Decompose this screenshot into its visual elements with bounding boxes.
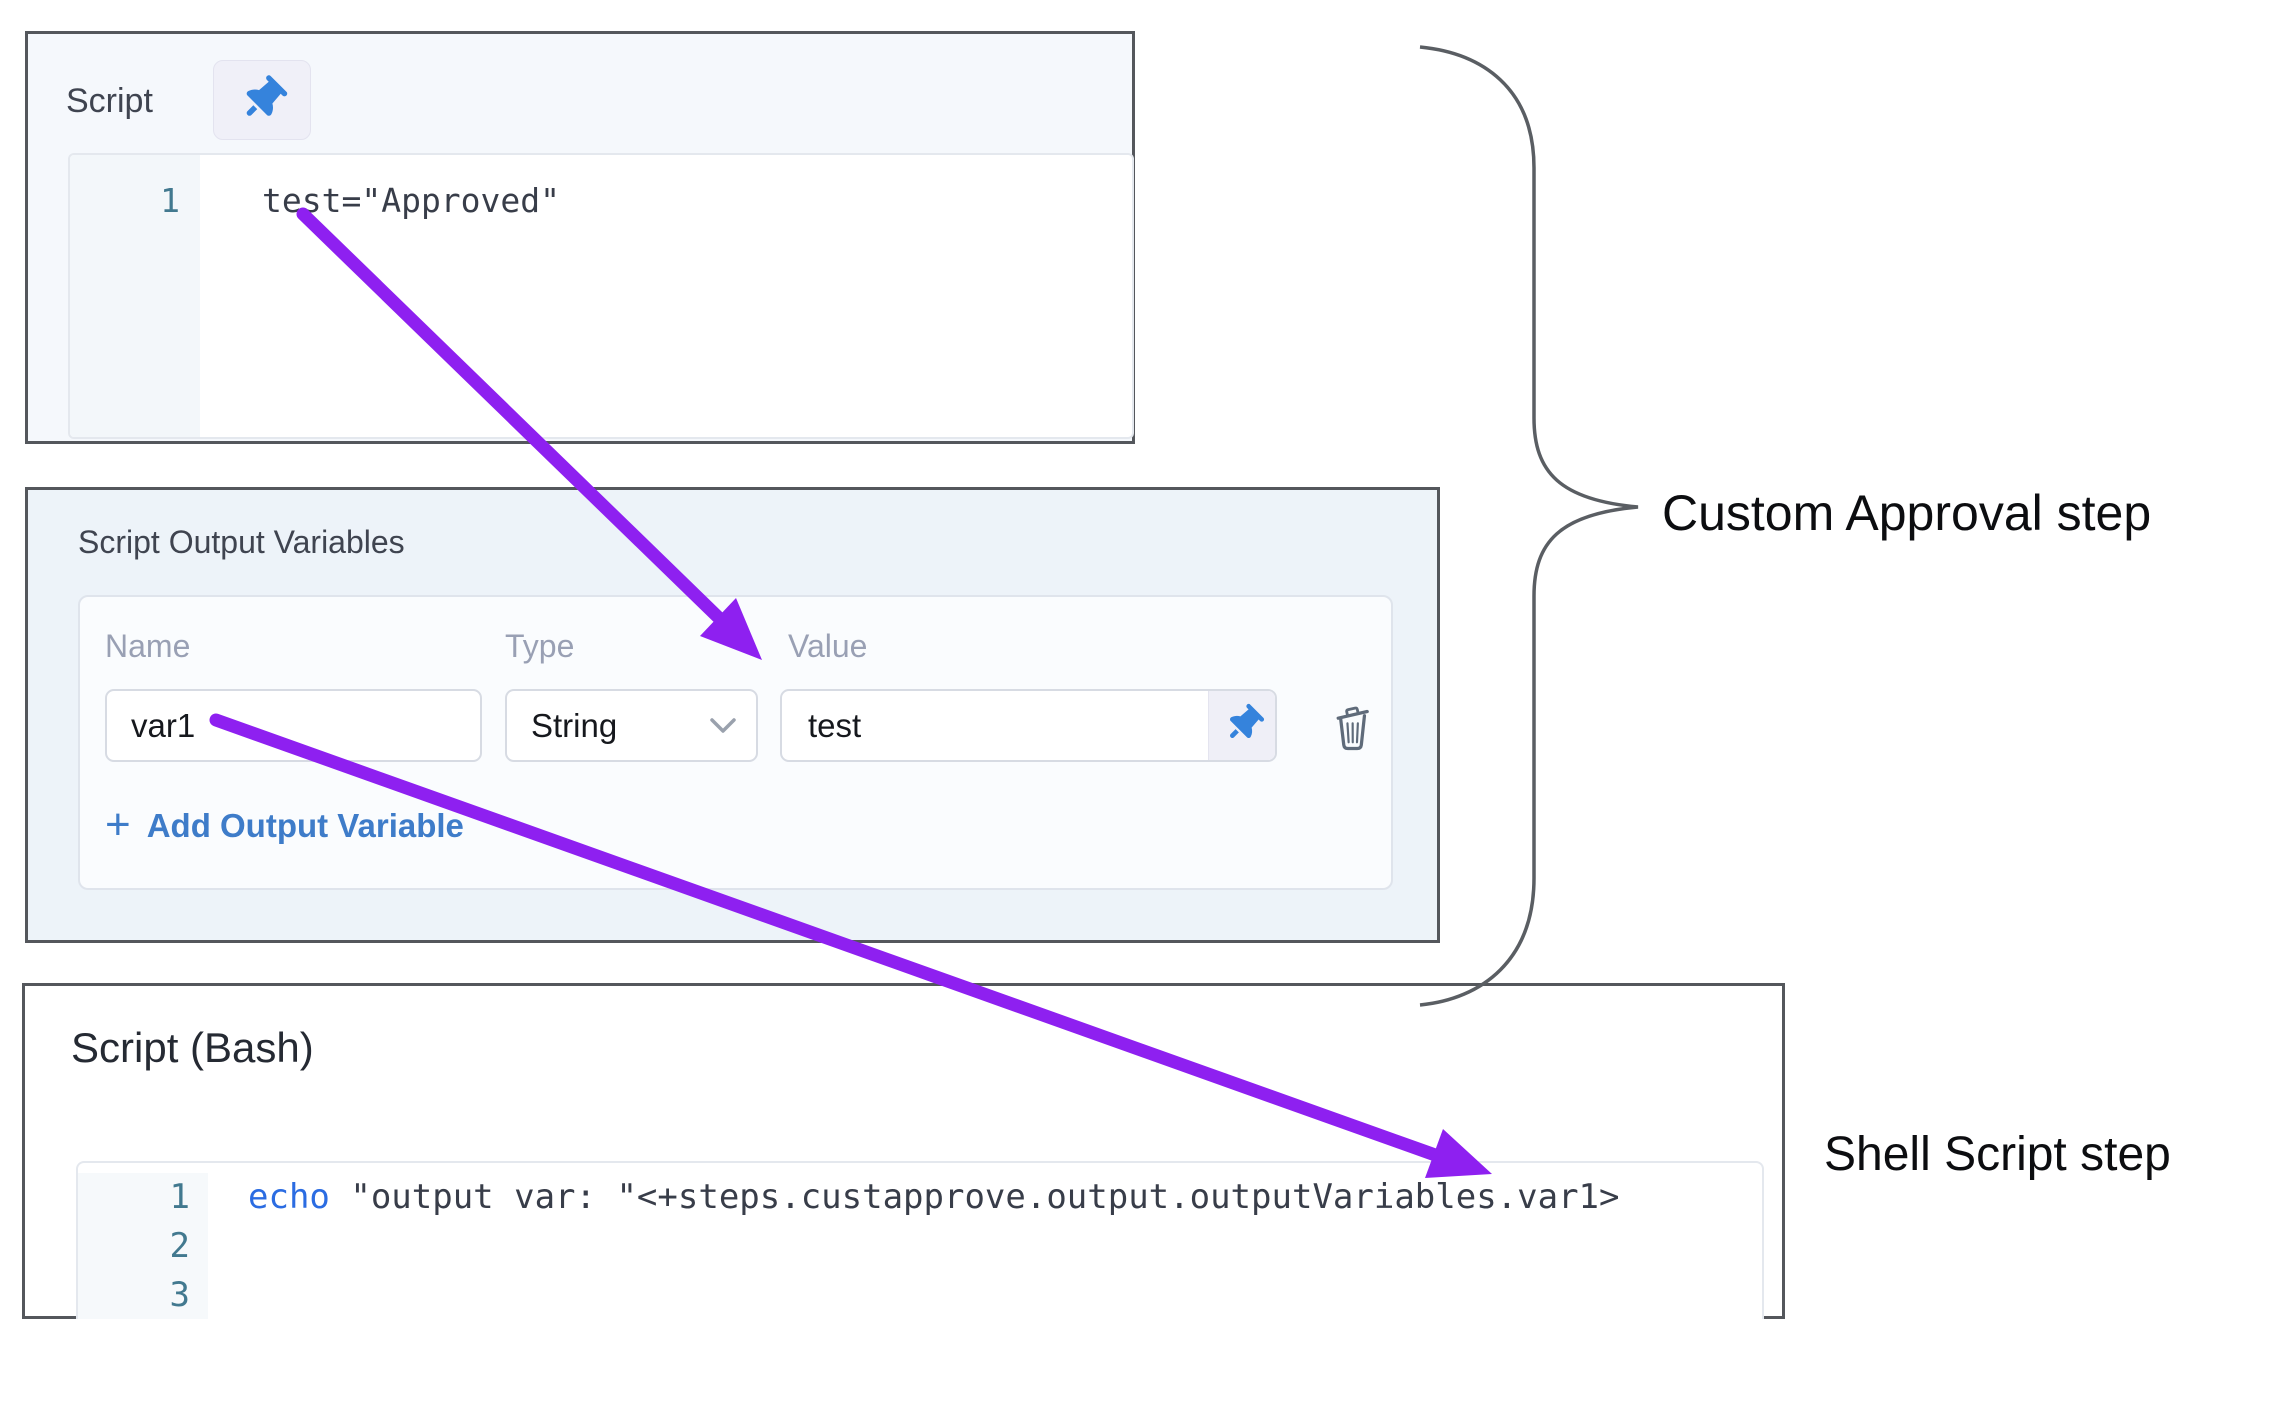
code-line: test="Approved": [262, 181, 561, 220]
line-number: 1: [169, 1177, 190, 1217]
code-row: 2: [78, 1222, 1762, 1271]
line-number: 1: [160, 181, 180, 220]
script-panel-title: Script: [66, 82, 153, 120]
type-column-label: Type: [505, 628, 575, 664]
value-pin-button[interactable]: [1208, 691, 1275, 760]
value-column-label: Value: [788, 628, 868, 664]
add-output-variable-button[interactable]: + Add Output Variable: [105, 799, 464, 849]
line-number-gutter: 1: [70, 155, 200, 437]
keyword-echo: echo: [248, 1177, 330, 1217]
pin-button[interactable]: [213, 60, 311, 140]
output-variables-box: Name Type Value String: [78, 595, 1393, 890]
name-column-label: Name: [105, 628, 191, 664]
curly-brace: [1419, 45, 1639, 1007]
delete-variable-button[interactable]: [1330, 701, 1374, 753]
code-line: [208, 1271, 248, 1319]
trash-icon: [1330, 700, 1374, 755]
add-output-variable-label: Add Output Variable: [146, 807, 464, 844]
output-variables-panel: Script Output Variables Name Type Value …: [25, 487, 1440, 943]
code-area: test="Approved": [200, 155, 1132, 437]
code-line-rest: "output var: "<+steps.custapprove.output…: [329, 1177, 1620, 1217]
script-panel: Script 1 test="Approved": [25, 31, 1135, 444]
code-row: 3: [78, 1271, 1762, 1319]
variable-value-field: [780, 689, 1277, 762]
shell-script-step-label: Shell Script step: [1824, 1128, 2171, 1181]
line-number-gutter: 3: [78, 1271, 208, 1319]
code-row: 1 echo "output var: "<+steps.custapprove…: [78, 1163, 1762, 1222]
variable-name-input[interactable]: [105, 689, 482, 762]
pin-icon: [233, 71, 290, 128]
output-variables-title: Script Output Variables: [78, 524, 405, 560]
shell-script-panel-title: Script (Bash): [71, 1024, 314, 1071]
variable-type-select[interactable]: String: [505, 689, 758, 762]
variable-type-value: String: [531, 706, 618, 744]
plus-icon: +: [105, 799, 131, 849]
line-number-gutter: 2: [78, 1222, 208, 1271]
variable-value-input[interactable]: [782, 691, 1208, 760]
line-number: 2: [169, 1226, 190, 1266]
code-line: [208, 1222, 248, 1271]
script-code-editor[interactable]: 1 test="Approved": [68, 153, 1134, 439]
code-line: echo "output var: "<+steps.custapprove.o…: [208, 1173, 1619, 1222]
custom-approval-step-label: Custom Approval step: [1662, 485, 2152, 541]
chevron-down-icon: [710, 717, 736, 734]
bash-code-editor[interactable]: 1 echo "output var: "<+steps.custapprove…: [76, 1161, 1764, 1319]
line-number: 3: [169, 1275, 190, 1315]
line-number-gutter: 1: [78, 1173, 208, 1222]
pin-icon: [1217, 701, 1266, 750]
shell-script-panel: Script (Bash) 1 echo "output var: "<+ste…: [22, 983, 1785, 1319]
